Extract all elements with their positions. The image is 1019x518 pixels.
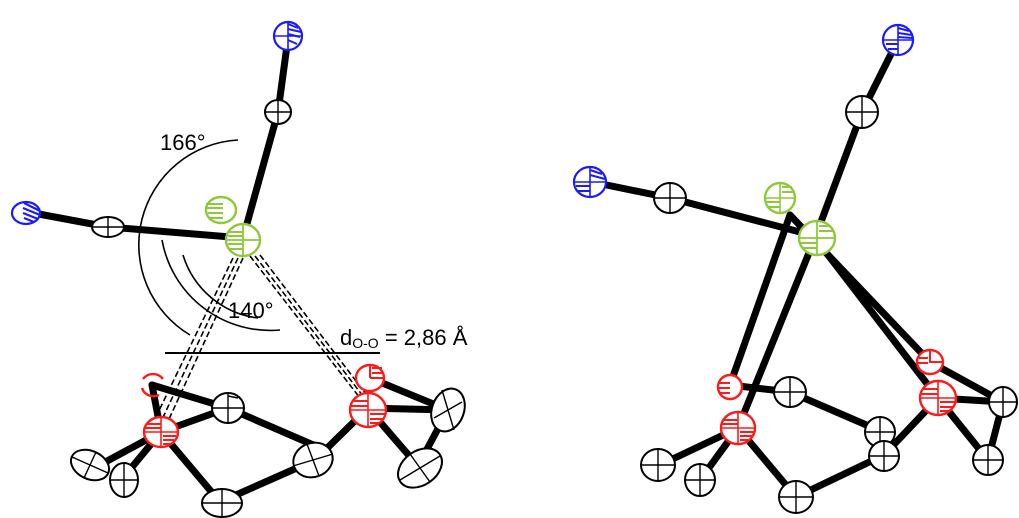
bond-c-metal-left (104, 223, 247, 242)
atom-metal-right (797, 219, 837, 257)
bond-c-metal-top (239, 108, 282, 242)
distance-prefix: d (340, 325, 353, 350)
distance-label: dO-O = 2,86 Å (340, 325, 468, 351)
atom-o-left (142, 415, 180, 449)
atom-o-left-right (719, 410, 757, 446)
atom-c-ring-1-right (773, 376, 807, 408)
right-bonds (588, 36, 1007, 501)
atom-c-ring-1 (211, 392, 245, 424)
atom-c-methyl-4 (397, 447, 443, 489)
atom-o-right-right (918, 379, 958, 417)
atom-c-ring-4-right (778, 480, 814, 514)
left-dashed-bonds (151, 254, 373, 431)
arc-140-inner (182, 254, 259, 319)
atom-o-back-right-right (915, 348, 945, 376)
atom-n-top-right (881, 23, 915, 57)
atom-o-right (348, 391, 388, 429)
atom-metal (224, 222, 262, 258)
atom-metal-back-right (763, 181, 797, 215)
distance-subscript: O-O (352, 335, 379, 351)
left-structure (10, 20, 466, 518)
atom-o-back-left (140, 372, 164, 398)
atom-c-ring-3 (201, 488, 243, 518)
atom-c-methyl-4-right (972, 444, 1004, 476)
angle-arcs (138, 139, 281, 336)
atom-c-left-right (653, 182, 687, 214)
atom-c-top-right (845, 95, 879, 129)
atom-c-methyl-2 (109, 462, 139, 498)
atom-n-left-right (572, 165, 608, 199)
arc-166 (138, 139, 239, 336)
right-atoms (572, 23, 1018, 514)
atom-metal-back (204, 195, 238, 225)
angle-label-166: 166° (160, 130, 206, 155)
left-atoms (10, 20, 466, 518)
atom-c-ring-3-right (868, 440, 900, 472)
atom-c-methyl-2-right (684, 463, 716, 497)
atom-o-back-left-right (716, 373, 744, 401)
distance-value: = 2,86 Å (378, 325, 468, 350)
atom-c-ring-2 (292, 441, 334, 479)
atom-c-methyl-3-right (988, 386, 1018, 418)
atom-c-left (91, 216, 125, 238)
atom-c-methyl-1-right (640, 448, 676, 482)
atom-n-top (272, 20, 304, 52)
atom-c-methyl-1 (69, 448, 111, 482)
arc-140-outer (161, 239, 281, 332)
atom-c-top (264, 99, 292, 125)
angle-label-140: 140° (228, 298, 274, 323)
atom-o-back-right (354, 363, 386, 393)
atom-n-left (10, 200, 42, 226)
right-structure (572, 23, 1018, 514)
atom-c-methyl-3 (430, 387, 466, 433)
